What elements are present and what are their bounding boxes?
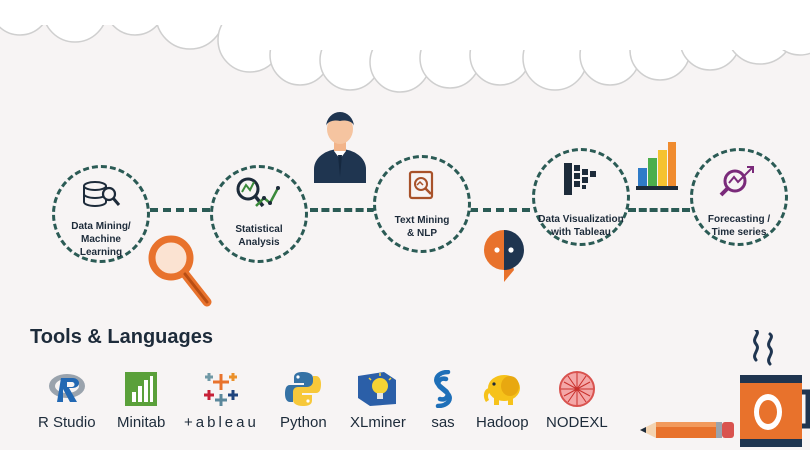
stage-label-line: Forecasting / [707,214,771,225]
stage-statistical-analysis: Statistical Analysis [210,165,308,263]
magnifier-chart-icon [236,177,280,208]
tool-sas: sas [428,370,458,431]
tool-tableau: +ableau [184,370,259,431]
tool-hadoop: Hadoop [476,370,529,431]
pencil-icon [640,422,734,438]
python-logo-icon [285,372,322,406]
trend-magnifier-icon [719,166,754,197]
tool-label: XLminer [350,414,406,431]
stage-label-line: Learning [79,247,123,258]
stage-data-visualization: Data Visualization with Tableau [532,148,630,246]
tableau-mosaic-icon [564,163,596,195]
bar-chart-icon [636,142,678,190]
businessman-icon [314,112,366,183]
tool-label: Minitab [117,414,166,431]
magnifier-icon [148,235,212,307]
tool-xlminer: XLminer [350,370,406,431]
cloud-banner [0,0,810,93]
stage-label-line: with Tableau [551,227,611,238]
database-search-icon [83,181,121,207]
tool-label: +ableau [184,414,259,431]
minitab-logo-icon [125,372,158,406]
tools-heading: Tools & Languages [30,326,213,348]
tool-label: sas [431,414,455,431]
stage-text-mining: Text Mining & NLP [373,155,471,253]
chat-bubble-icon [484,230,524,282]
stage-label-line: Time series [711,227,767,238]
stage-label-line: Analysis [238,237,280,248]
xlminer-logo-icon [357,372,396,406]
stage-label-line: Data Visualization [538,214,624,225]
stage-label-line: & NLP [407,228,437,239]
connector-line [628,208,690,212]
connector-line [310,208,375,212]
sas-logo-icon [434,370,452,408]
tool-label: Hadoop [476,414,529,431]
stage-data-mining: Data Mining/ Machine Learning [52,165,150,263]
coffee-mug-icon [740,330,810,447]
connector-line [150,208,210,212]
tool-python: Python [280,370,327,431]
tool-nodexl: NODEXL [546,370,608,431]
hadoop-elephant-icon [484,375,521,405]
tool-label: Python [280,414,327,431]
stage-label-line: Machine [80,234,121,245]
stage-forecasting: Forecasting / Time series [690,148,788,246]
stage-label-line: Data Mining/ [71,221,131,232]
r-logo-icon [48,374,85,402]
stage-label-line: Statistical [235,224,283,235]
stage-label-line: Text Mining [394,215,450,226]
tool-label: R Studio [38,414,96,431]
tool-label: NODEXL [546,414,608,431]
connector-line [470,208,530,212]
document-search-icon [408,170,434,200]
tool-minitab: Minitab [117,370,165,431]
nodexl-logo-icon [558,371,595,407]
tool-r-studio: R Studio [38,370,96,431]
tableau-cross-icon [204,373,239,406]
